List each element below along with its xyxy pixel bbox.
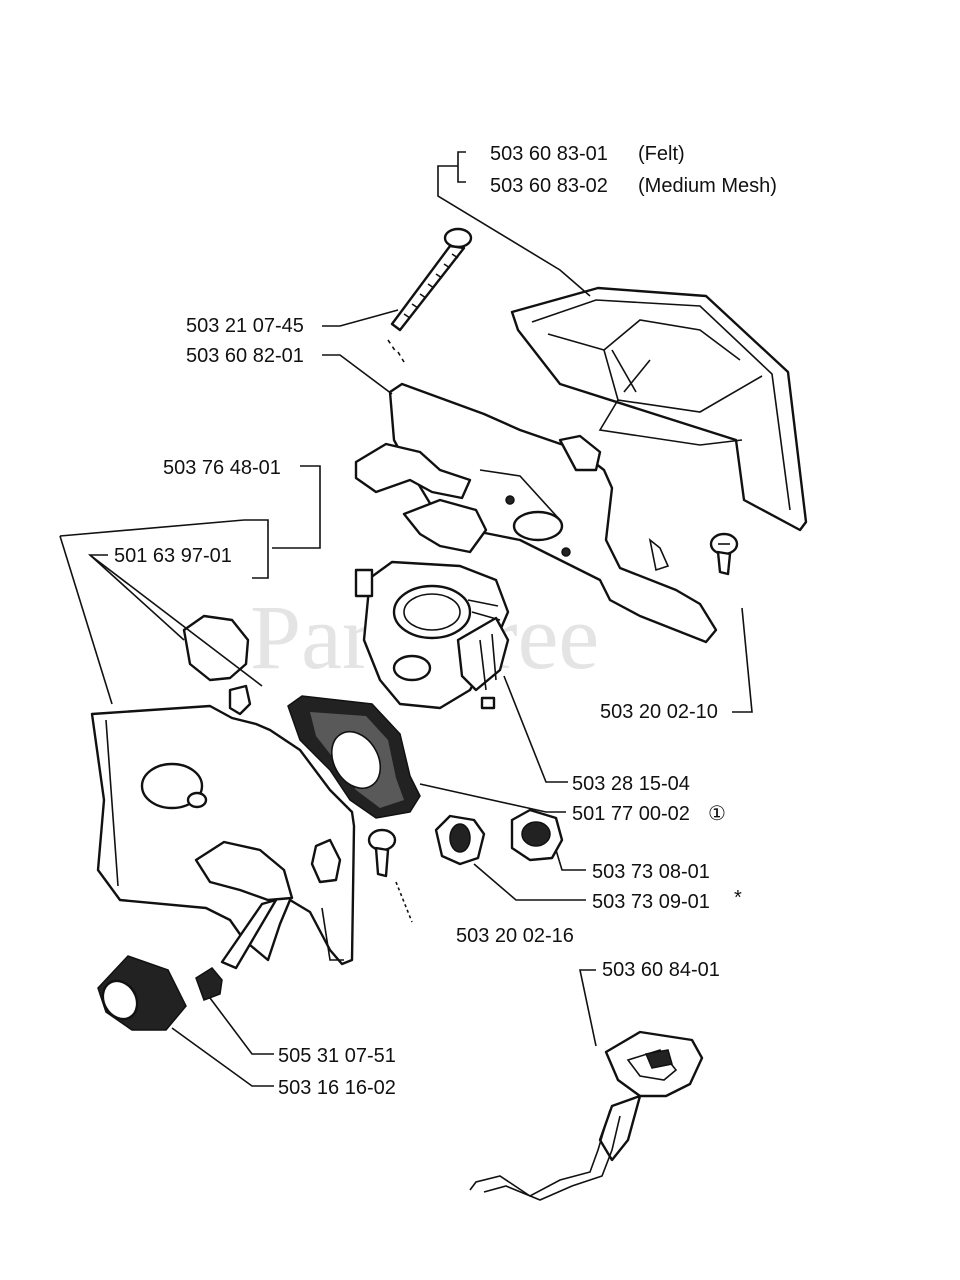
screw-long [387,227,473,363]
label-felt-note: (Felt) [638,143,685,165]
label-503-73-09-01-mark: * [734,887,742,909]
label-503-21-07-45: 503 21 07-45 [186,315,304,337]
leader-lines [59,151,753,1087]
grommet-a [434,814,486,866]
choke-knob [97,955,187,1031]
air-filter-cover [510,286,808,532]
label-501-77-00-02: 501 77 00-02 [572,803,690,825]
throttle-bracket [469,1030,704,1201]
label-503-60-83-02: 503 60 83-02 [490,175,608,197]
screw-small-right [709,532,739,576]
label-503-73-08-01: 503 73 08-01 [592,861,710,883]
filter-holder-plate [354,382,718,644]
label-503-76-48-01: 503 76 48-01 [163,457,281,479]
carburetor [354,560,510,710]
label-503-60-83-01: 503 60 83-01 [490,143,608,165]
label-503-60-82-01: 503 60 82-01 [186,345,304,367]
label-503-20-02-10: 503 20 02-10 [600,701,718,723]
label-501-77-00-02-mark: ① [708,803,726,825]
screw-small-center [367,828,413,923]
label-medium-mesh-note: (Medium Mesh) [638,175,777,197]
label-503-16-16-02: 503 16 16-02 [278,1077,396,1099]
label-503-20-02-16: 503 20 02-16 [456,925,574,947]
part-labels: 503 60 83-01 (Felt) 503 60 83-02 (Medium… [114,143,777,1099]
label-503-73-09-01: 503 73 09-01 [592,891,710,913]
grommet-b [510,808,564,862]
label-503-28-15-04: 503 28 15-04 [572,773,690,795]
gasket [287,695,421,819]
label-501-63-97-01: 501 63 97-01 [114,545,232,567]
label-505-31-07-51: 505 31 07-51 [278,1045,396,1067]
label-503-60-84-01: 503 60 84-01 [602,959,720,981]
set-screw [195,967,223,1001]
